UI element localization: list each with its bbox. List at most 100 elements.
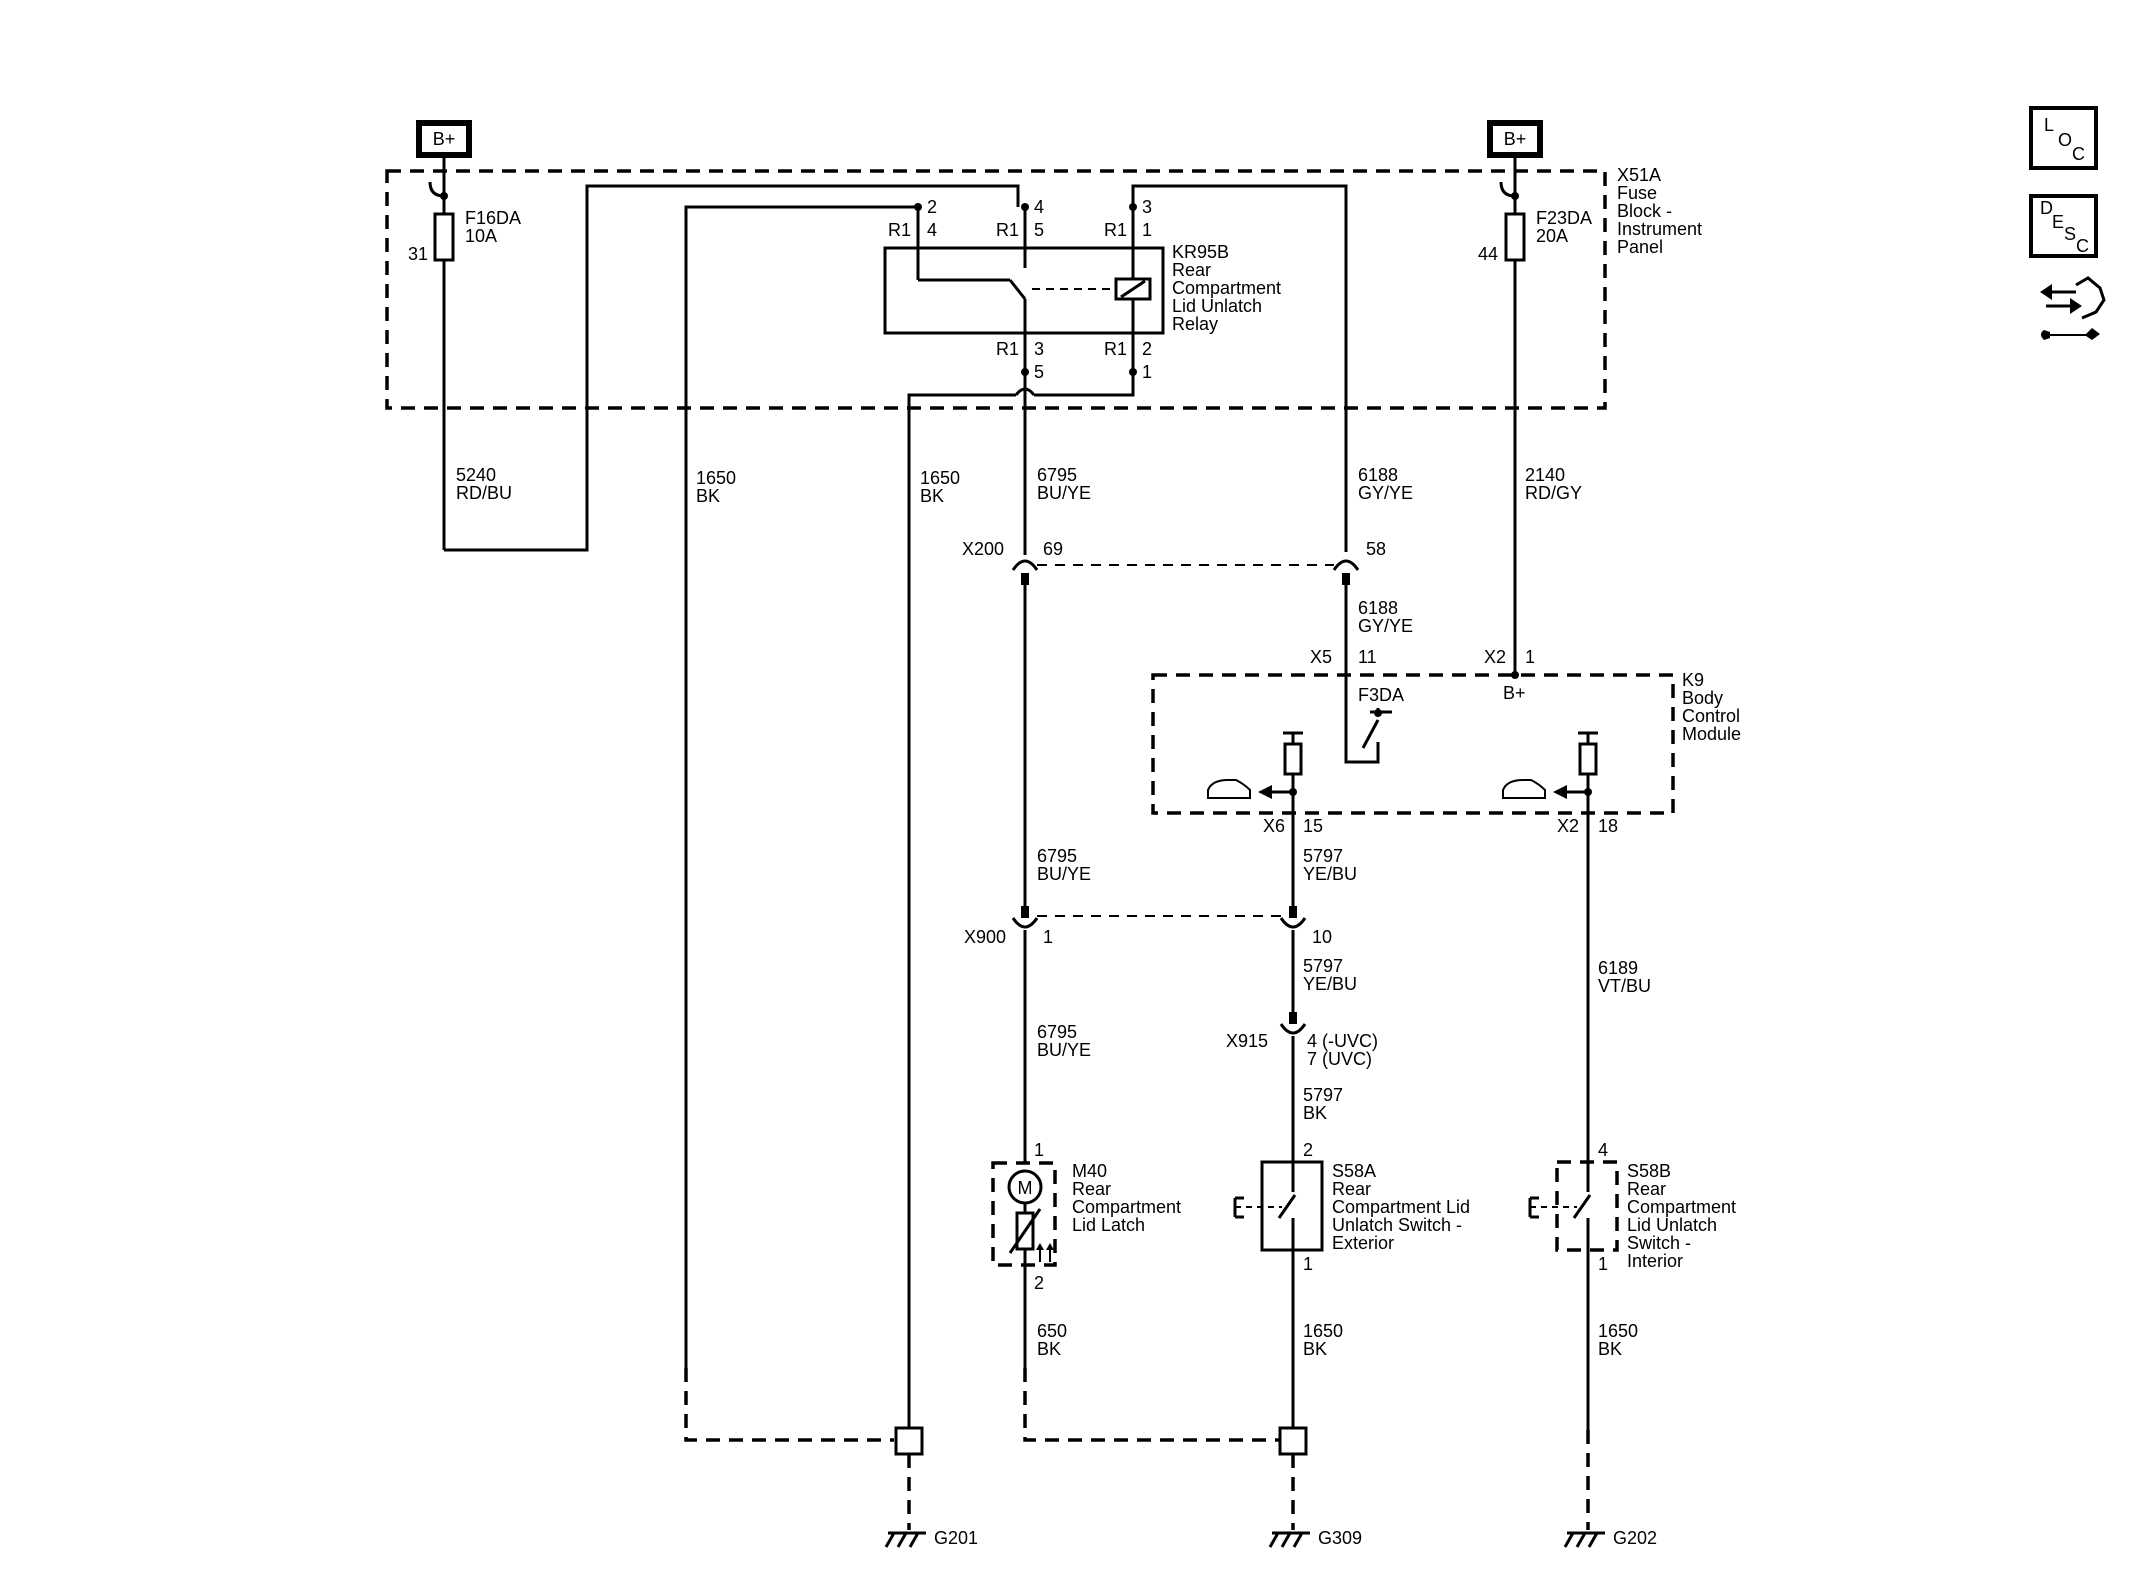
bcm-k9-outline: [1151, 673, 1675, 815]
svg-text:5797: 5797: [1303, 956, 1343, 976]
svg-text:F3DA: F3DA: [1358, 685, 1404, 705]
svg-text:Panel: Panel: [1617, 237, 1663, 257]
svg-text:R1: R1: [888, 220, 911, 240]
s58a-switch: 2 1 S58A Rear Compartment Lid Unlatch Sw…: [1233, 1140, 1470, 1368]
svg-text:Control: Control: [1682, 706, 1740, 726]
svg-text:S58B: S58B: [1627, 1161, 1671, 1181]
fuse-block-outline: [385, 169, 1607, 410]
svg-text:M40: M40: [1072, 1161, 1107, 1181]
svg-text:Compartment Lid: Compartment Lid: [1332, 1197, 1470, 1217]
ground-g309: G309: [1268, 1528, 1362, 1548]
svg-text:4: 4: [927, 220, 937, 240]
bcm-k9-label: K9 Body Control Module: [1682, 670, 1741, 744]
svg-text:1650: 1650: [696, 468, 736, 488]
svg-text:Unlatch Switch -: Unlatch Switch -: [1332, 1215, 1462, 1235]
relay-internals: [916, 207, 1152, 372]
svg-text:18: 18: [1598, 816, 1618, 836]
svg-text:Compartment: Compartment: [1627, 1197, 1736, 1217]
svg-text:RD/BU: RD/BU: [456, 483, 512, 503]
svg-text:1: 1: [1034, 1140, 1044, 1160]
connector-x915: X915 4 (-UVC) 7 (UVC): [1226, 1012, 1378, 1069]
svg-text:C: C: [2076, 236, 2089, 256]
svg-text:BU/YE: BU/YE: [1037, 864, 1091, 884]
fuse-f16da: F16DA 10A 31: [408, 172, 521, 550]
wire-650: 650 BK: [1037, 1321, 1067, 1359]
svg-text:S: S: [2064, 224, 2076, 244]
svg-text:5797: 5797: [1303, 846, 1343, 866]
svg-text:R1: R1: [996, 220, 1019, 240]
wire-6795-lower: 6795 BU/YE: [1023, 930, 1091, 1163]
svg-text:Rear: Rear: [1332, 1179, 1371, 1199]
svg-text:1650: 1650: [1598, 1321, 1638, 1341]
ground-g201: G201: [884, 1528, 978, 1548]
svg-text:1650: 1650: [920, 468, 960, 488]
svg-text:1: 1: [1043, 927, 1053, 947]
svg-text:L: L: [2044, 115, 2054, 135]
svg-text:20A: 20A: [1536, 226, 1568, 246]
svg-text:10A: 10A: [465, 226, 497, 246]
svg-text:6188: 6188: [1358, 465, 1398, 485]
svg-text:YE/BU: YE/BU: [1303, 864, 1357, 884]
svg-text:6188: 6188: [1358, 598, 1398, 618]
bcm-bplus: B+: [1503, 671, 1526, 703]
svg-text:5: 5: [1034, 362, 1044, 382]
svg-text:BK: BK: [696, 486, 720, 506]
svg-text:X200: X200: [962, 539, 1004, 559]
svg-text:58: 58: [1366, 539, 1386, 559]
svg-text:G309: G309: [1318, 1528, 1362, 1548]
svg-text:KR95B: KR95B: [1172, 242, 1229, 262]
wire-6188-upper: 6188 GY/YE: [1131, 184, 1413, 552]
wire-5797-bk: 5797 BK: [1291, 1036, 1343, 1162]
connector-tool-icon[interactable]: [2040, 276, 2106, 340]
svg-text:E: E: [2052, 212, 2064, 232]
svg-text:GY/YE: GY/YE: [1358, 483, 1413, 503]
svg-text:Block -: Block -: [1617, 201, 1672, 221]
relay-top-pins: 2 4 3 R1 4 R1 5 R1 1: [888, 197, 1152, 240]
desc-icon[interactable]: D E S C: [2029, 194, 2098, 258]
svg-text:F23DA: F23DA: [1536, 208, 1592, 228]
svg-text:1: 1: [1303, 1254, 1313, 1274]
svg-text:M: M: [1018, 1178, 1033, 1198]
svg-text:Lid Unlatch: Lid Unlatch: [1627, 1215, 1717, 1235]
svg-text:X900: X900: [964, 927, 1006, 947]
svg-text:C: C: [2072, 144, 2085, 164]
connector-x200: X200 69 58: [962, 539, 1386, 585]
svg-text:Module: Module: [1682, 724, 1741, 744]
svg-text:4: 4: [1034, 197, 1044, 217]
svg-text:5240: 5240: [456, 465, 496, 485]
svg-text:Fuse: Fuse: [1617, 183, 1657, 203]
bcm-input-x2: X2 18: [1502, 731, 1618, 836]
fuse-block-label: X51A Fuse Block - Instrument Panel: [1617, 165, 1702, 257]
wire-1650-s58b: 1650 BK: [1598, 1321, 1638, 1359]
svg-text:BK: BK: [920, 486, 944, 506]
relay-bottom-pins: R1 3 R1 2 5 1: [996, 339, 1152, 382]
svg-text:BU/YE: BU/YE: [1037, 483, 1091, 503]
svg-text:X51A: X51A: [1617, 165, 1661, 185]
svg-text:X6: X6: [1263, 816, 1285, 836]
svg-text:650: 650: [1037, 1321, 1067, 1341]
svg-text:BK: BK: [1303, 1339, 1327, 1359]
wire-1650-left: 1650 BK: [684, 205, 918, 1368]
ground-splice-g309: [1023, 1368, 1308, 1530]
svg-text:B+: B+: [1504, 129, 1527, 149]
svg-text:B+: B+: [1503, 683, 1526, 703]
svg-text:S58A: S58A: [1332, 1161, 1376, 1181]
svg-text:2: 2: [1303, 1140, 1313, 1160]
svg-text:6795: 6795: [1037, 465, 1077, 485]
wire-1650-second: 1650 BK: [907, 372, 1135, 1368]
svg-text:6795: 6795: [1037, 1022, 1077, 1042]
svg-text:BK: BK: [1303, 1103, 1327, 1123]
svg-text:1650: 1650: [1303, 1321, 1343, 1341]
loc-icon[interactable]: L O C: [2029, 106, 2098, 170]
wire-6795-upper: 6795 BU/YE: [1023, 372, 1091, 555]
svg-text:5: 5: [1034, 220, 1044, 240]
svg-text:GY/YE: GY/YE: [1358, 616, 1413, 636]
svg-text:1: 1: [1525, 647, 1535, 667]
svg-text:Exterior: Exterior: [1332, 1233, 1394, 1253]
svg-text:O: O: [2058, 130, 2072, 150]
svg-text:X915: X915: [1226, 1031, 1268, 1051]
svg-text:2: 2: [1034, 1273, 1044, 1293]
svg-text:15: 15: [1303, 816, 1323, 836]
